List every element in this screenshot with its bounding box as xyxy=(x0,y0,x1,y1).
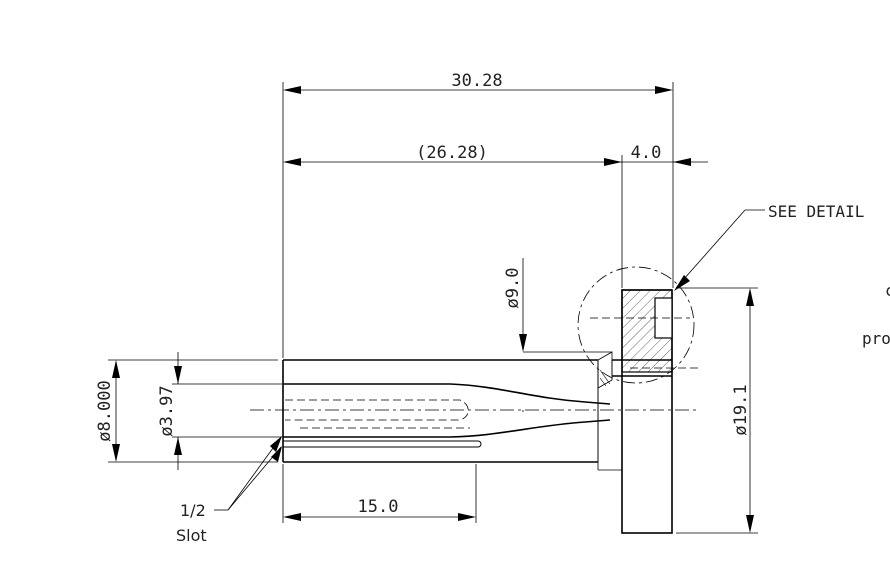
dimension-body-length: (26.28) xyxy=(283,143,623,288)
detail-circle xyxy=(577,266,695,384)
bore-diameter-label: ø3.97 xyxy=(157,385,177,436)
cut-off-text-2: pro xyxy=(862,329,890,348)
flange-thickness-label: 4.0 xyxy=(631,143,662,163)
dimension-bore-diameter: ø3.97 xyxy=(157,352,282,470)
body-length-label: (26.28) xyxy=(416,143,488,163)
flange xyxy=(590,289,700,534)
dimension-slot-length: 15.0 xyxy=(282,464,477,523)
dimension-flange-diameter: ø19.1 xyxy=(676,287,758,534)
slot-label: Slot xyxy=(176,526,207,545)
see-detail-label: SEE DETAIL xyxy=(768,202,864,221)
cut-off-text-1: c xyxy=(885,281,890,300)
dimension-overall-length: 30.28 xyxy=(282,71,674,358)
dimension-outer-diameter: ø8.000 xyxy=(95,359,278,463)
port-diameter-label: ø9.0 xyxy=(503,268,523,309)
part-body xyxy=(250,359,700,463)
see-detail-callout: SEE DETAIL xyxy=(674,202,864,291)
overall-length-label: 30.28 xyxy=(451,71,502,91)
slot-callout: 1/2 Slot xyxy=(176,436,282,545)
dimension-flange-thickness: 4.0 xyxy=(610,143,708,166)
flange-diameter-label: ø19.1 xyxy=(731,384,751,435)
outer-diameter-label: ø8.000 xyxy=(95,380,115,441)
slot-length-label: 15.0 xyxy=(358,497,399,517)
dimension-port-diameter: ø9.0 xyxy=(503,258,612,412)
slot-fraction-label: 1/2 xyxy=(180,501,206,520)
